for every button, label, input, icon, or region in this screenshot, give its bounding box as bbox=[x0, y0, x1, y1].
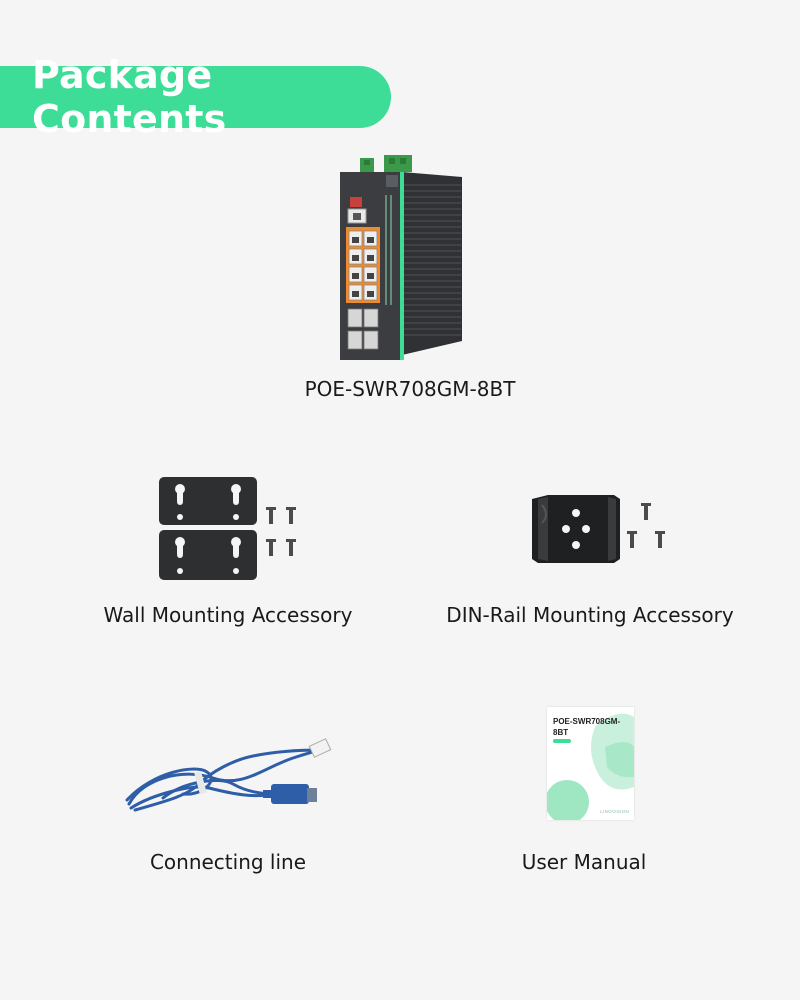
header-banner: Package Contents bbox=[0, 53, 391, 141]
wall-mount-image bbox=[158, 475, 308, 581]
cable-caption: Connecting line bbox=[149, 850, 307, 874]
manual-title-line2: 8BT bbox=[553, 728, 569, 737]
wall-mount-caption: Wall Mounting Accessory bbox=[103, 603, 353, 627]
din-rail-clip-icon bbox=[532, 495, 665, 563]
din-rail-image bbox=[528, 493, 670, 565]
manual-caption: User Manual bbox=[521, 850, 647, 874]
cable-image bbox=[123, 738, 335, 820]
switch-caption: POE-SWR708GM-8BT bbox=[304, 377, 516, 401]
manual-image: POE-SWR708GM- 8BT LINOVISION bbox=[547, 707, 634, 820]
manual-brand: LINOVISION bbox=[600, 809, 629, 814]
din-rail-caption: DIN-Rail Mounting Accessory bbox=[446, 603, 734, 627]
console-cable-icon bbox=[125, 738, 332, 812]
wall-mount-brackets-icon bbox=[159, 477, 296, 580]
page-title: Package Contents bbox=[32, 53, 227, 141]
switch-device-icon bbox=[340, 155, 462, 360]
switch-device-image bbox=[334, 155, 464, 361]
user-manual-icon bbox=[547, 713, 634, 820]
manual-title-line1: POE-SWR708GM- bbox=[553, 717, 621, 726]
